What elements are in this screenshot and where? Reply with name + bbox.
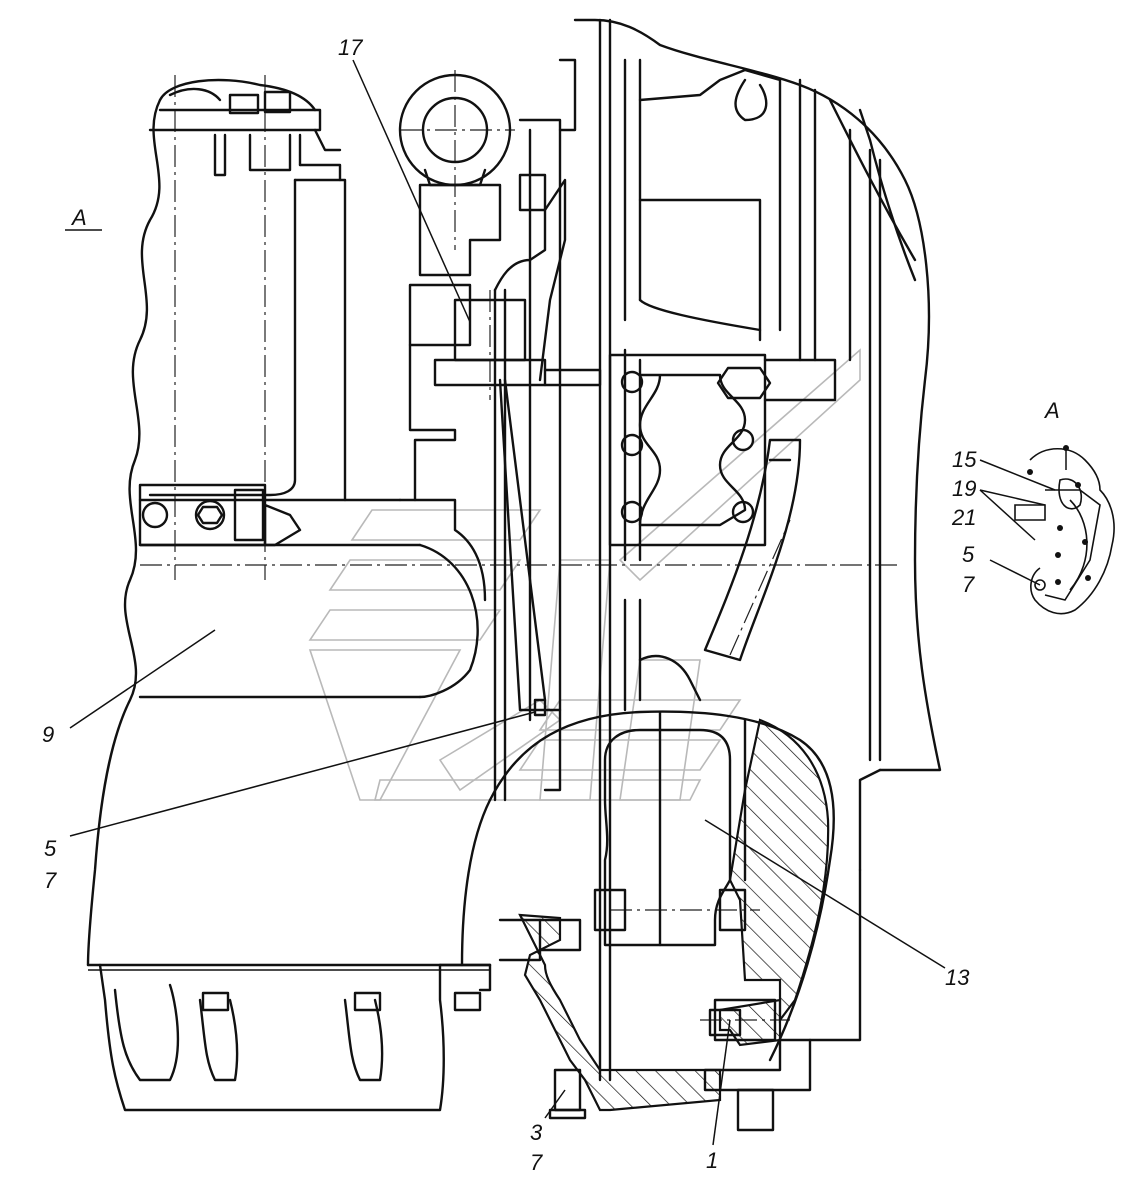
callout-15: 15 (952, 447, 977, 472)
callout-19: 19 (952, 476, 976, 501)
callout-5-left: 5 (44, 836, 57, 861)
callout-7-left: 7 (44, 868, 57, 893)
oil-sump (98, 963, 492, 1112)
callout-7-bottom: 7 (530, 1150, 543, 1175)
flywheel-housing (493, 18, 942, 1082)
sectioned-housing (488, 710, 882, 1132)
filter-housing (138, 78, 347, 547)
callout-21: 21 (951, 505, 976, 530)
inset-view-a (1014, 445, 1115, 615)
callout-17: 17 (338, 35, 363, 60)
engine-block (86, 98, 492, 971)
inset-label: A (1043, 398, 1060, 423)
callout-3: 3 (530, 1120, 543, 1145)
callout-13: 13 (945, 965, 970, 990)
callout-5-inset: 5 (962, 542, 975, 567)
callout-9: 9 (42, 722, 54, 747)
lifting-eye (398, 73, 602, 502)
leader-lines (69, 59, 1056, 1146)
view-label: A (70, 205, 87, 230)
callout-1: 1 (706, 1148, 718, 1173)
callout-7-inset: 7 (962, 572, 975, 597)
